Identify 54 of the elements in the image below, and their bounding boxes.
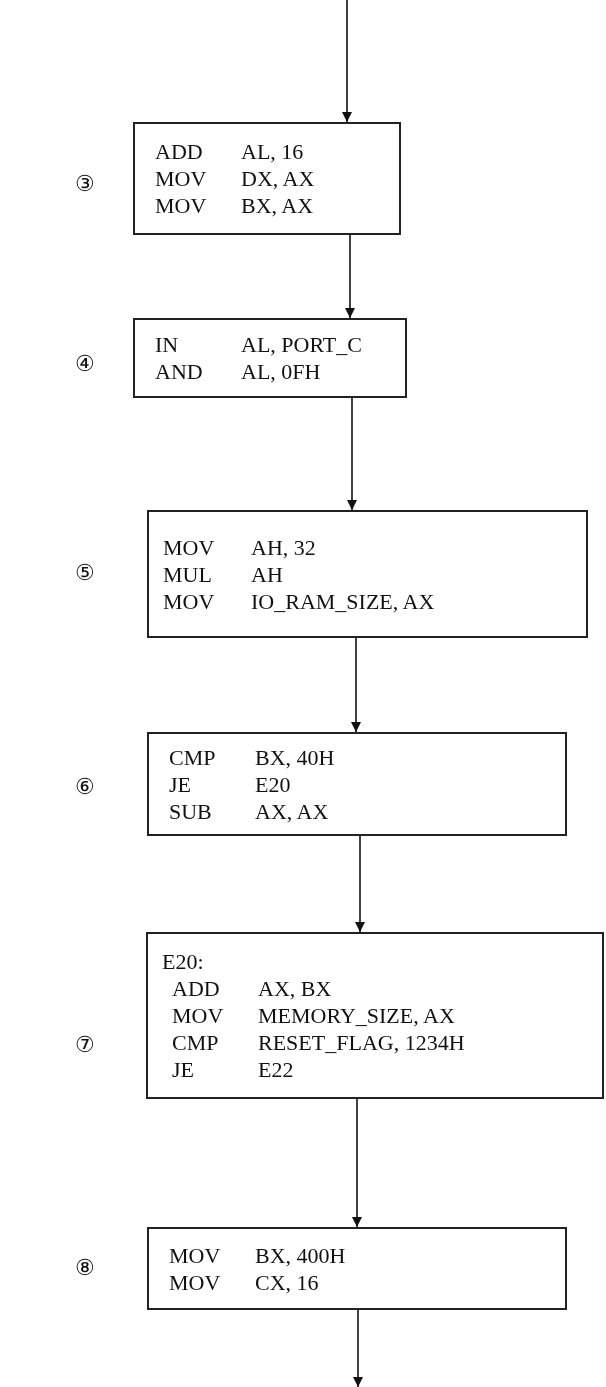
- code-text: BX, 400H: [255, 1241, 347, 1269]
- code-box: [147, 1227, 567, 1310]
- code-text: E20:: [162, 948, 205, 975]
- code-text: ADD: [172, 975, 221, 1002]
- code-box: [147, 732, 567, 836]
- code-text: SUB: [169, 797, 213, 825]
- code-text: JE: [169, 770, 192, 798]
- code-text: MOV: [155, 165, 208, 192]
- code-text: CMP: [172, 1029, 220, 1056]
- code-text: AL, 0FH: [241, 358, 322, 385]
- code-text: IN: [155, 331, 180, 358]
- code-text: AX, AX: [255, 797, 330, 825]
- code-text: AH, 32: [251, 533, 317, 561]
- callout-number: ④: [75, 352, 95, 376]
- code-text: MOV: [172, 1002, 225, 1029]
- callout-number: ⑤: [75, 561, 95, 585]
- code-text: MOV: [169, 1241, 222, 1269]
- callout-number: ⑦: [75, 1033, 95, 1057]
- code-box: [133, 318, 407, 398]
- callout-number: ⑥: [75, 775, 95, 799]
- code-text: AH: [251, 560, 284, 588]
- code-text: E22: [258, 1056, 295, 1083]
- code-text: JE: [172, 1056, 195, 1083]
- code-text: BX, 40H: [255, 743, 336, 771]
- code-text: AL, PORT_C: [241, 331, 363, 358]
- code-box: [133, 122, 401, 235]
- code-text: ADD: [155, 138, 204, 165]
- arrow: [352, 1098, 362, 1228]
- code-text: MOV: [163, 587, 216, 615]
- code-text: DX, AX: [241, 165, 316, 192]
- code-text: MUL: [163, 560, 213, 588]
- arrow: [342, 0, 352, 123]
- code-text: CMP: [169, 743, 217, 771]
- code-box: [147, 510, 588, 638]
- callout-number: ③: [75, 172, 95, 196]
- code-text: AL, 16: [241, 138, 305, 165]
- arrow: [347, 397, 357, 511]
- code-text: AND: [155, 358, 204, 385]
- code-text: MOV: [155, 192, 208, 219]
- arrow: [351, 637, 361, 733]
- code-text: E20: [255, 770, 292, 798]
- code-text: MEMORY_SIZE, AX: [258, 1002, 456, 1029]
- arrow: [345, 234, 355, 319]
- code-text: RESET_FLAG, 1234H: [258, 1029, 466, 1056]
- code-text: IO_RAM_SIZE, AX: [251, 587, 436, 615]
- code-text: CX, 16: [255, 1268, 320, 1296]
- code-text: AX, BX: [258, 975, 333, 1002]
- code-text: BX, AX: [241, 192, 315, 219]
- arrow: [355, 835, 365, 933]
- arrow: [353, 1309, 363, 1387]
- callout-number: ⑧: [75, 1256, 95, 1280]
- code-text: MOV: [163, 533, 216, 561]
- code-box: [146, 932, 604, 1099]
- code-text: MOV: [169, 1268, 222, 1296]
